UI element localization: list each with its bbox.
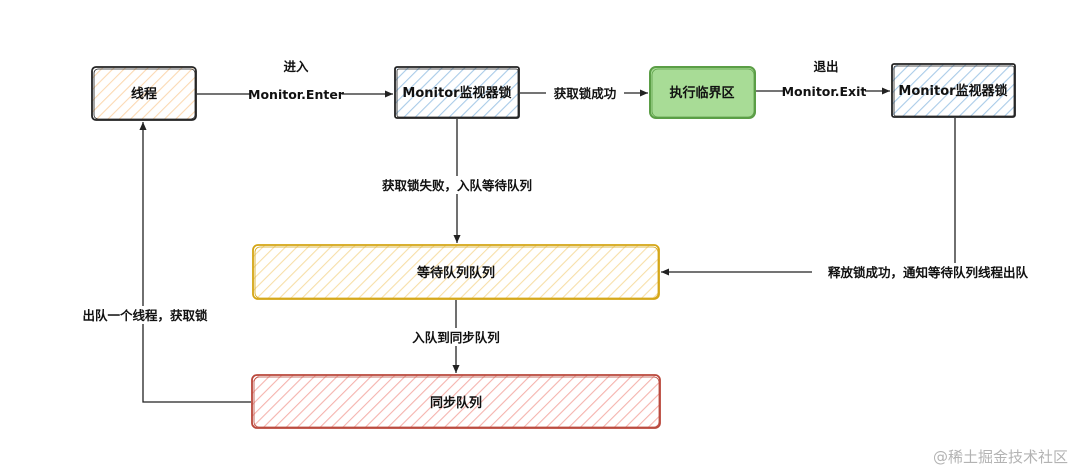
edge-exit: 退出 Monitor.Exit [756, 59, 890, 100]
edge-to-sync-label: 入队到同步队列 [412, 330, 500, 345]
edge-enter-label-top: 进入 [283, 59, 309, 74]
node-thread-label: 线程 [131, 86, 157, 102]
edge-to-sync: 入队到同步队列 [402, 300, 510, 373]
edge-exit-label-top: 退出 [813, 59, 838, 74]
node-critical-section-label: 执行临界区 [669, 85, 734, 101]
edge-acquire-success-label: 获取锁成功 [554, 86, 617, 101]
node-monitor-exit-label: Monitor监视器锁 [898, 83, 1007, 99]
watermark: @稀土掘金技术社区 [933, 448, 1068, 466]
node-monitor-exit: Monitor监视器锁 [891, 63, 1016, 118]
node-sync-queue: 同步队列 [251, 374, 661, 429]
edge-acquire-fail-label: 获取锁失败，入队等待队列 [382, 178, 532, 193]
node-wait-queue: 等待队列队列 [252, 244, 660, 300]
edge-dequeue-label: 出队一个线程，获取锁 [82, 308, 208, 323]
edge-enter: 进入 Monitor.Enter [197, 59, 393, 103]
edge-enter-label-bottom: Monitor.Enter [248, 87, 345, 102]
edge-acquire-fail: 获取锁失败，入队等待队列 [368, 119, 546, 243]
edge-release-success-label: 释放锁成功，通知等待队列线程出队 [828, 265, 1029, 280]
node-sync-queue-label: 同步队列 [430, 395, 482, 411]
node-wait-queue-label: 等待队列队列 [416, 265, 495, 281]
node-critical-section: 执行临界区 [649, 66, 756, 119]
edge-acquire-success: 获取锁成功 [520, 85, 648, 102]
edge-dequeue: 出队一个线程，获取锁 [70, 122, 251, 403]
edge-release-success: 释放锁成功，通知等待队列线程出队 [661, 118, 1044, 281]
node-monitor-enter-label: Monitor监视器锁 [402, 85, 511, 101]
node-thread: 线程 [91, 66, 197, 121]
node-monitor-enter: Monitor监视器锁 [394, 66, 520, 119]
edge-exit-label-bottom: Monitor.Exit [782, 84, 867, 99]
